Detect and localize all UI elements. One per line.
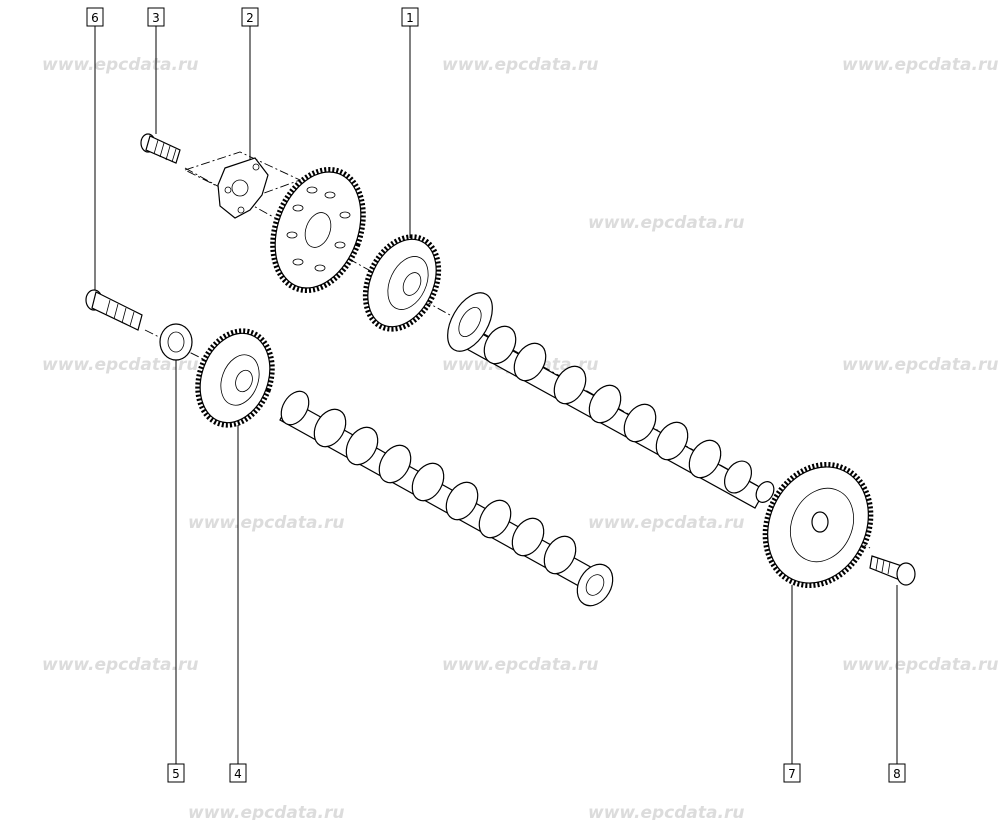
lower-camshaft bbox=[279, 390, 614, 607]
callout-number: 8 bbox=[893, 767, 901, 781]
watermark: www.epcdata.ru bbox=[842, 655, 998, 675]
watermark: www.epcdata.ru bbox=[188, 803, 344, 820]
upper-camshaft bbox=[447, 292, 775, 509]
callout-number: 5 bbox=[172, 767, 180, 781]
bolt-icon bbox=[140, 133, 181, 164]
watermark: www.epcdata.ru bbox=[588, 803, 744, 820]
callout-8: 8 bbox=[888, 763, 906, 783]
callout-number: 1 bbox=[406, 11, 414, 25]
callout-number: 7 bbox=[788, 767, 796, 781]
bolt-icon bbox=[869, 555, 916, 586]
callout-4: 4 bbox=[229, 763, 247, 783]
callout-number: 6 bbox=[91, 11, 99, 25]
callout-1: 1 bbox=[401, 7, 419, 27]
watermark: www.epcdata.ru bbox=[842, 355, 998, 375]
watermark: www.epcdata.ru bbox=[442, 55, 598, 75]
watermark: www.epcdata.ru bbox=[42, 355, 198, 375]
callout-2: 2 bbox=[241, 7, 259, 27]
large-gear-icon bbox=[762, 461, 874, 589]
watermark: www.epcdata.ru bbox=[42, 655, 198, 675]
watermark: www.epcdata.ru bbox=[42, 55, 198, 75]
gear-icon bbox=[195, 328, 275, 428]
flange-plate-icon bbox=[217, 157, 269, 219]
watermark: www.epcdata.ru bbox=[842, 55, 998, 75]
watermark: www.epcdata.ru bbox=[188, 513, 344, 533]
callout-3: 3 bbox=[147, 7, 165, 27]
bolt-icon bbox=[85, 289, 143, 331]
callout-number: 4 bbox=[234, 767, 242, 781]
camshaft-gear-icon bbox=[362, 234, 442, 332]
callout-7: 7 bbox=[783, 763, 801, 783]
watermarks: www.epcdata.ru www.epcdata.ru www.epcdat… bbox=[42, 55, 998, 820]
watermark: www.epcdata.ru bbox=[588, 513, 744, 533]
washer-icon bbox=[159, 323, 193, 361]
sprocket-icon bbox=[270, 166, 366, 294]
watermark: www.epcdata.ru bbox=[588, 213, 744, 233]
callout-5: 5 bbox=[167, 763, 185, 783]
watermark: www.epcdata.ru bbox=[442, 655, 598, 675]
callout-6: 6 bbox=[86, 7, 104, 27]
callout-number: 3 bbox=[152, 11, 160, 25]
callout-number: 2 bbox=[246, 11, 254, 25]
leader-lines bbox=[94, 26, 898, 764]
